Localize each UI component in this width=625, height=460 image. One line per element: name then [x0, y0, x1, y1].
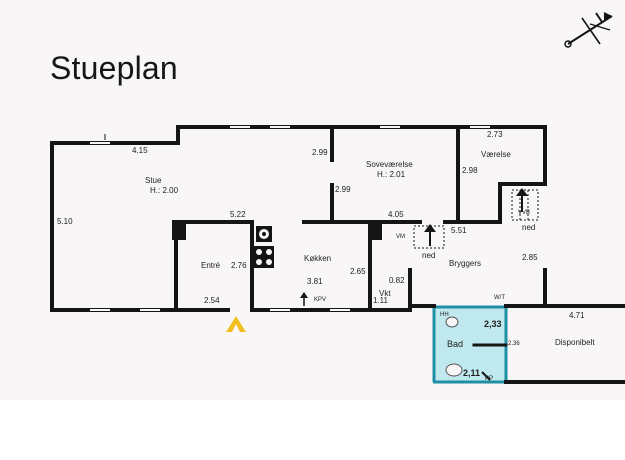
dimension-211: 2,11 — [463, 368, 481, 378]
dimension-522: 5.22 — [230, 210, 246, 219]
stairs-down-arrow-icon — [424, 224, 436, 232]
room-sovevaerelse-height: H.: 2.01 — [377, 170, 406, 179]
marker-ww: W/T — [494, 295, 505, 301]
dimension-298: 2.98 — [462, 166, 478, 175]
dimension-299b: 2.99 — [335, 185, 351, 194]
floor-plan — [50, 125, 625, 384]
room-entre-label: Entré — [201, 261, 221, 270]
dimension-405: 4.05 — [388, 210, 404, 219]
room-disponibelt-label: Disponibelt — [555, 338, 595, 347]
marker-ned-top: ned — [522, 223, 536, 232]
page-title: Stueplan — [50, 50, 178, 86]
stove-icon — [254, 246, 274, 268]
marker-kpv: KPV — [314, 297, 327, 303]
windows — [90, 126, 490, 311]
plan-sheet — [0, 0, 625, 400]
dimension-273: 2.73 — [487, 130, 503, 139]
compass-icon — [564, 12, 613, 48]
chimney-block — [172, 220, 186, 240]
dimension-381: 3.81 — [307, 277, 323, 286]
room-stue-height: H.: 2.00 — [150, 186, 179, 195]
inner-walls — [174, 125, 547, 347]
marker-pp: PP — [485, 376, 494, 382]
marker-ned-mid: ned — [422, 251, 436, 260]
basin-icon — [445, 316, 459, 328]
outer-walls — [50, 125, 625, 384]
room-kokken-label: Køkken — [304, 254, 332, 263]
dimension-285: 2.85 — [522, 253, 538, 262]
dimension-471: 4.71 — [569, 311, 585, 320]
marker-vm: VM — [396, 234, 405, 240]
room-vaerelse-label: Værelse — [481, 150, 511, 159]
room-bad-label: Bad — [447, 339, 464, 349]
dimension-551: 5.51 — [451, 226, 467, 235]
room-vikt-label: Vkt — [379, 289, 391, 298]
dimension-299a: 2.99 — [312, 148, 328, 157]
room-sovevaerelse-label: Soveværelse — [366, 160, 413, 169]
dimension-265: 2.65 — [350, 267, 366, 276]
dimension-236: 2.36 — [508, 341, 520, 347]
room-bryggers-label: Bryggers — [449, 259, 482, 268]
marker-hh: HH — [440, 312, 449, 318]
dimension-111: 1.11 — [373, 296, 388, 305]
dimension-415: 4.15 — [132, 146, 148, 155]
column-block — [368, 220, 382, 240]
dimension-254: 2.54 — [204, 296, 220, 305]
stairs-arrow-icon — [516, 188, 528, 196]
sink-icon — [256, 226, 272, 242]
dimension-082: 0.82 — [389, 276, 405, 285]
dimension-233: 2,33 — [484, 319, 502, 329]
marker-vvb: VVB — [518, 210, 531, 216]
dimension-510: 5.10 — [57, 217, 73, 226]
stairs-down-icon — [413, 225, 445, 249]
room-stue-label: Stue — [145, 176, 162, 185]
dimension-276: 2.76 — [231, 261, 247, 270]
entrance-arrow-icon — [226, 316, 246, 332]
toilet-icon — [445, 363, 463, 377]
kpv-arrow-icon — [300, 292, 308, 298]
